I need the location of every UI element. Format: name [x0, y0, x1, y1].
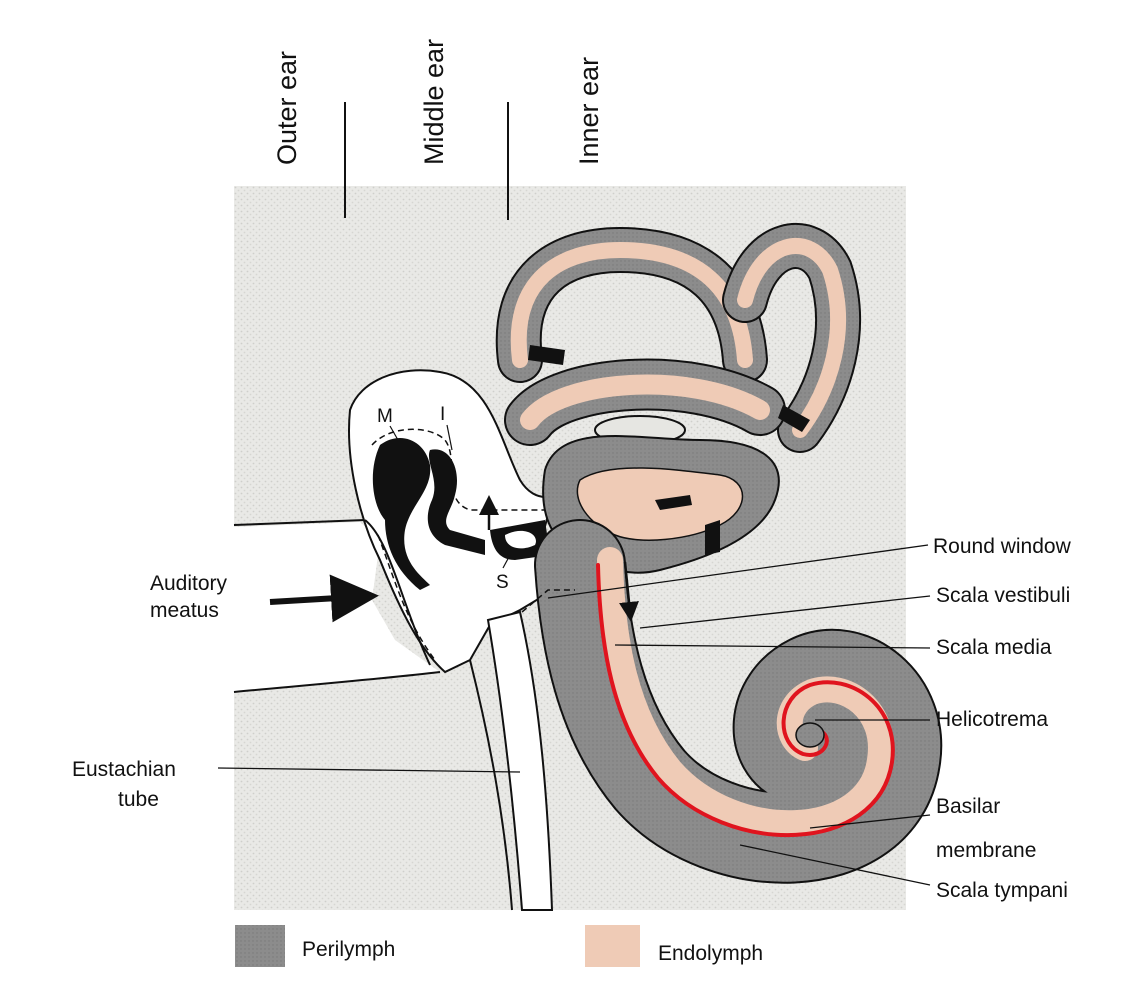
outer-ear-label: Outer ear: [272, 51, 302, 165]
stapes-bone: [490, 520, 550, 560]
legend-endolymph-label: Endolymph: [658, 942, 763, 965]
round-window: [521, 589, 575, 613]
helicotrema-label: Helicotrema: [936, 708, 1048, 731]
auditory-meatus-label-line2: meatus: [150, 599, 219, 622]
round-window-label: Round window: [933, 535, 1072, 558]
legend-endolymph-swatch: [585, 925, 640, 967]
basilar-membrane-label-line2: membrane: [936, 839, 1036, 862]
scala-media-label: Scala media: [936, 636, 1052, 659]
incus-bone: [427, 449, 485, 555]
inner-ear-label: Inner ear: [574, 57, 604, 165]
scala-vestibuli-label: Scala vestibuli: [936, 584, 1070, 607]
basilar-membrane-line: [596, 563, 895, 838]
meatus-arrow: [269, 574, 379, 623]
scala-tympani-label: Scala tympani: [936, 879, 1068, 902]
eustachian-tube: [486, 610, 554, 911]
incus-letter: I: [440, 404, 445, 425]
legend-perilymph-swatch: [235, 925, 285, 967]
canal-upper-wall: [233, 519, 366, 526]
malleus-bone: [372, 437, 431, 590]
eustachian-leader: [217, 767, 521, 773]
stapes-letter: S: [496, 572, 509, 593]
eustachian-tube-label-line1: Eustachian: [72, 758, 176, 781]
malleus-letter: M: [377, 406, 393, 427]
scala-media-duct: [597, 547, 894, 837]
cochlea: [534, 519, 943, 884]
auditory-meatus-label-line1: Auditory: [150, 572, 228, 595]
eustachian-tube-label-line2: tube: [118, 788, 159, 811]
ear-canal-air-space: [0, 0, 440, 981]
semicircular-canals: [495, 223, 862, 453]
legend-perilymph-label: Perilymph: [302, 938, 395, 961]
canal-lower-wall: [233, 671, 441, 693]
middle-ear-label: Middle ear: [419, 39, 449, 165]
basilar-membrane-label-line1: Basilar: [936, 795, 1000, 818]
tympanic-membrane: [364, 519, 431, 666]
